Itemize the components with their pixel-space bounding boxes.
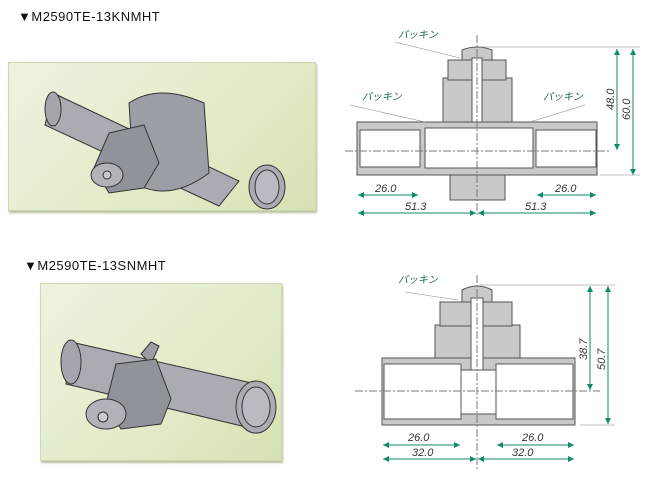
dim-height-total: 60.0 bbox=[621, 98, 633, 120]
tee-illustration bbox=[60, 339, 277, 434]
packing-label: パッキン bbox=[398, 29, 439, 41]
product-illustration-2 bbox=[40, 283, 282, 461]
dim-right-inner: 26.0 bbox=[554, 183, 577, 195]
dim-height-center: 38.7 bbox=[578, 338, 590, 360]
product-illustration-1 bbox=[8, 62, 316, 211]
dim-left-inner: 26.0 bbox=[374, 183, 397, 195]
dim-left-total: 32.0 bbox=[412, 447, 434, 459]
packing-label: パッキン bbox=[543, 91, 584, 103]
dim-height-total: 50.7 bbox=[596, 348, 608, 370]
product-title-2: ▼M2590TE-13SNMHT bbox=[24, 258, 167, 273]
dim-height-center: 48.0 bbox=[605, 88, 617, 110]
dim-right-total: 51.3 bbox=[525, 201, 547, 213]
dim-right-total: 32.0 bbox=[512, 447, 534, 459]
product-title-1: ▼M2590TE-13KNMHT bbox=[18, 9, 161, 24]
packing-label: パッキン bbox=[362, 91, 403, 103]
dim-left-inner: 26.0 bbox=[407, 432, 430, 444]
packing-label: パッキン bbox=[398, 274, 439, 286]
section-drawing-2: パッキン 26.0 26.0 32.0 32.0 38.7 50.7 bbox=[355, 274, 615, 470]
section-drawing-1: パッキン パッキン パッキン 26.0 26.0 51.3 51.3 48.0 … bbox=[345, 29, 640, 216]
dim-left-total: 51.3 bbox=[405, 201, 427, 213]
saddle-tee-illustration bbox=[44, 91, 286, 210]
dim-right-inner: 26.0 bbox=[521, 432, 544, 444]
